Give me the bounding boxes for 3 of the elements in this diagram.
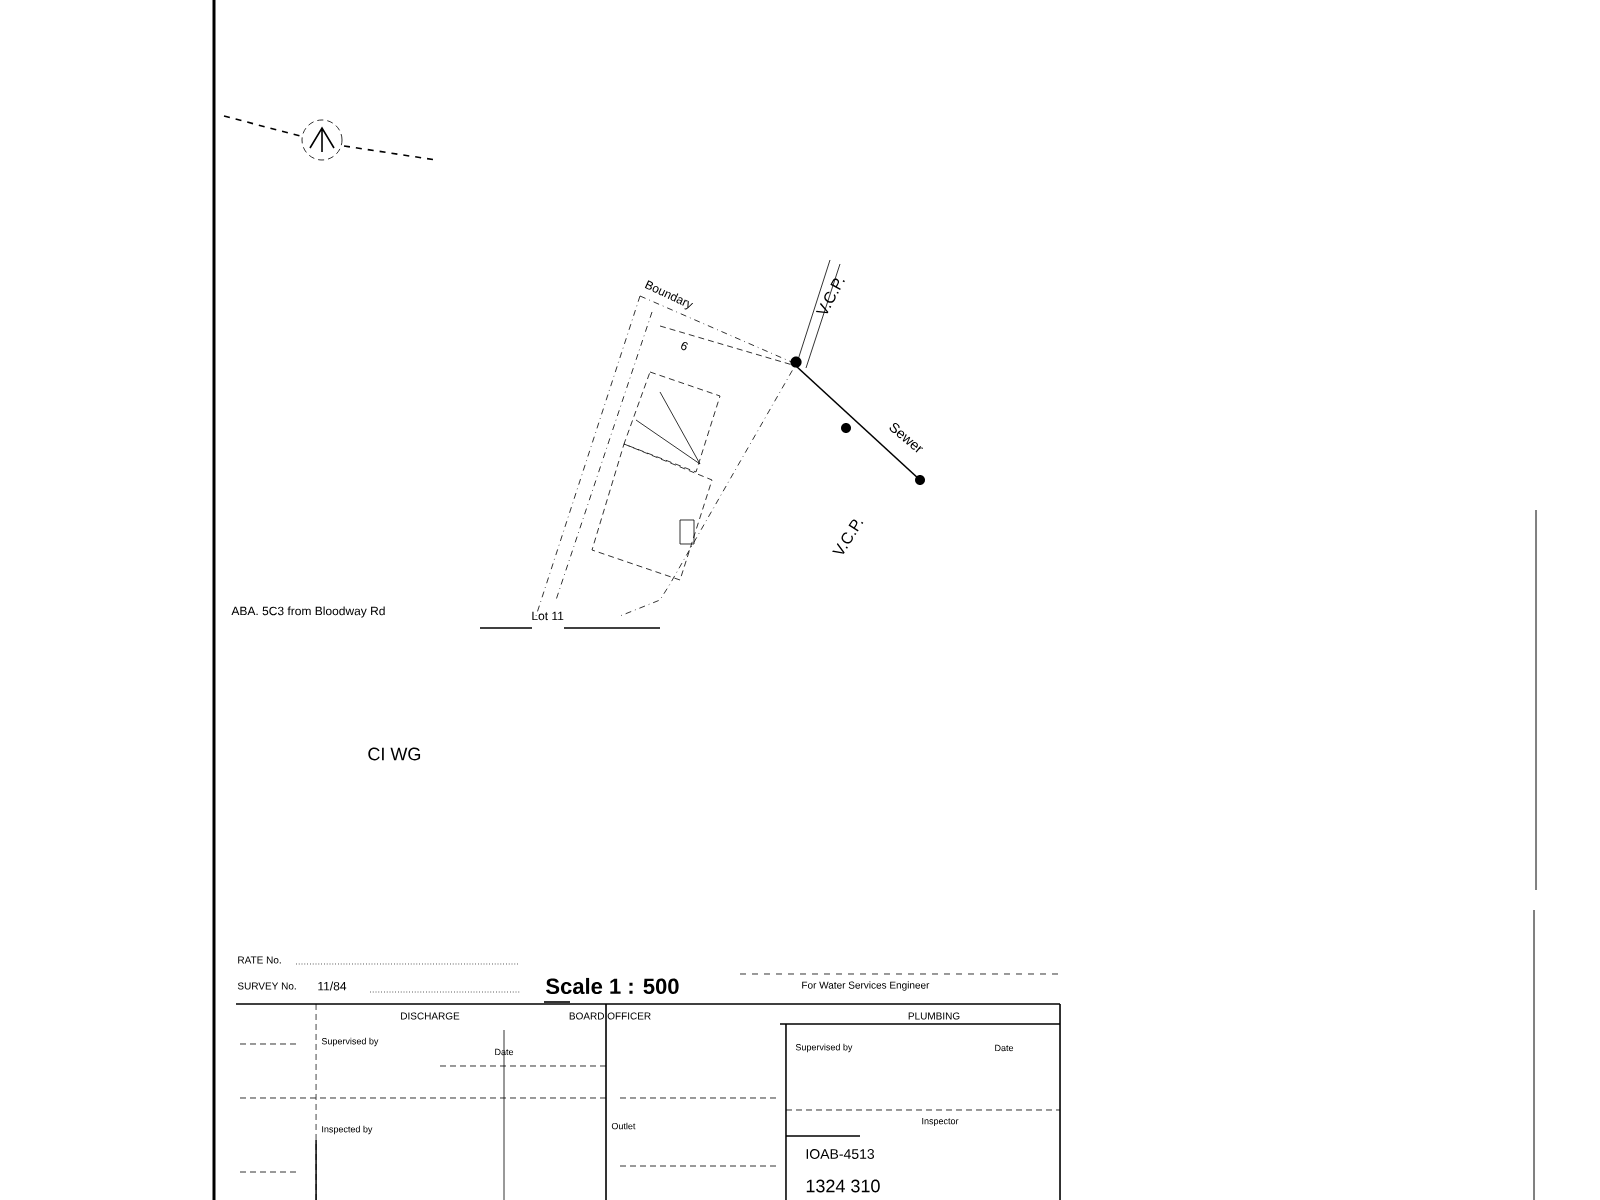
site-note: CI WG bbox=[368, 747, 421, 761]
plan-number: 1324 310 bbox=[806, 1179, 880, 1193]
scale-text: Scale 1 : 500 bbox=[546, 977, 679, 995]
